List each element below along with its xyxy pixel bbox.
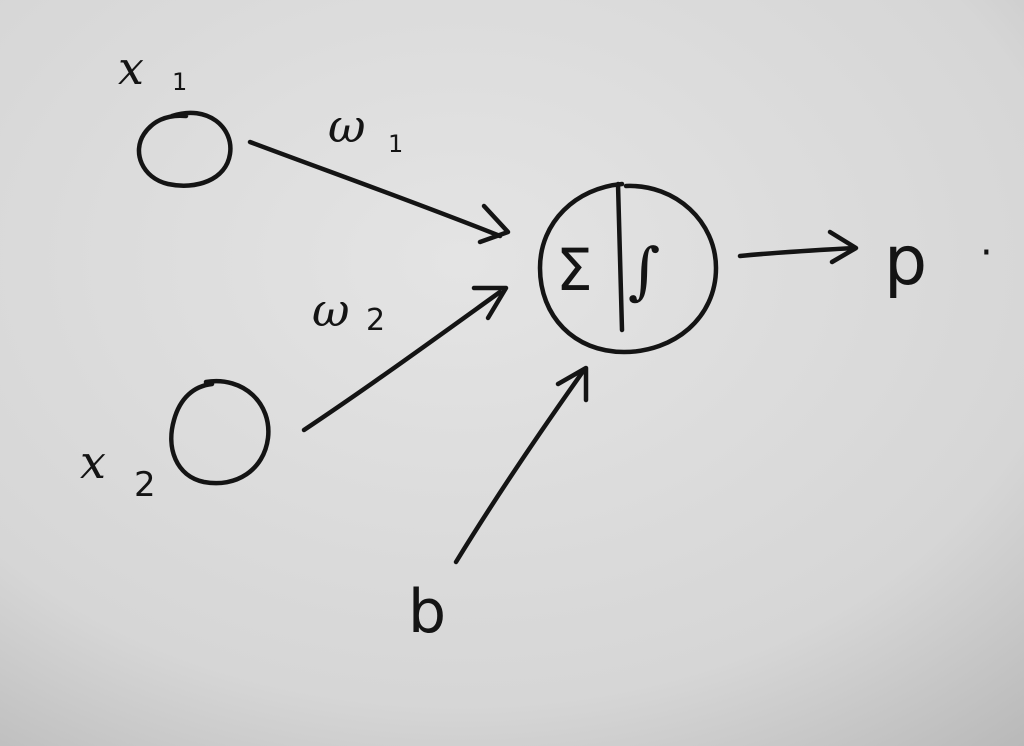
input-x1-subscript: 1: [172, 68, 187, 96]
bias-label: b: [408, 577, 446, 647]
input-node-x2-circle: [169, 378, 271, 486]
neuron-node: Σ ∫: [537, 181, 719, 355]
neuron-sum-symbol: Σ: [556, 236, 593, 304]
weight-w1-label: ω: [328, 99, 366, 153]
edge-x2-line: [301, 289, 503, 433]
weight-label-w2: ω 2: [312, 283, 385, 338]
weight-w1-subscript: 1: [388, 130, 403, 158]
weight-label-w1: ω 1: [328, 99, 403, 158]
weight-w2-label: ω: [312, 283, 350, 337]
edge-bias-to-neuron: [453, 365, 589, 565]
edge-x1-arrowhead: [477, 203, 511, 245]
edge-neuron-to-output: [737, 229, 859, 265]
edge-bias-line: [453, 367, 587, 565]
neuron-divider: [615, 181, 625, 333]
output-label: p: [884, 222, 927, 301]
neuron-circle: [537, 181, 719, 355]
edge-bias-arrowhead: [555, 365, 589, 403]
edge-x2-arrowhead: [471, 285, 509, 321]
edge-output-arrowhead: [827, 229, 859, 265]
input-x1-label: x: [118, 41, 144, 95]
edge-output-line: [737, 245, 857, 259]
neuron-activation-symbol: ∫: [628, 234, 660, 307]
input-node-x1: x 1: [118, 41, 233, 188]
edge-x1-line: [247, 139, 503, 239]
input-node-x2: x 2: [80, 378, 271, 505]
input-x2-subscript: 2: [134, 465, 156, 505]
weight-w2-subscript: 2: [366, 303, 385, 338]
edge-x2-to-neuron: [301, 285, 509, 433]
input-x2-label: x: [80, 435, 106, 489]
output-trailing-mark: ·: [980, 230, 993, 276]
edge-x1-to-neuron: [247, 139, 511, 245]
input-node-x1-circle: [136, 110, 233, 188]
